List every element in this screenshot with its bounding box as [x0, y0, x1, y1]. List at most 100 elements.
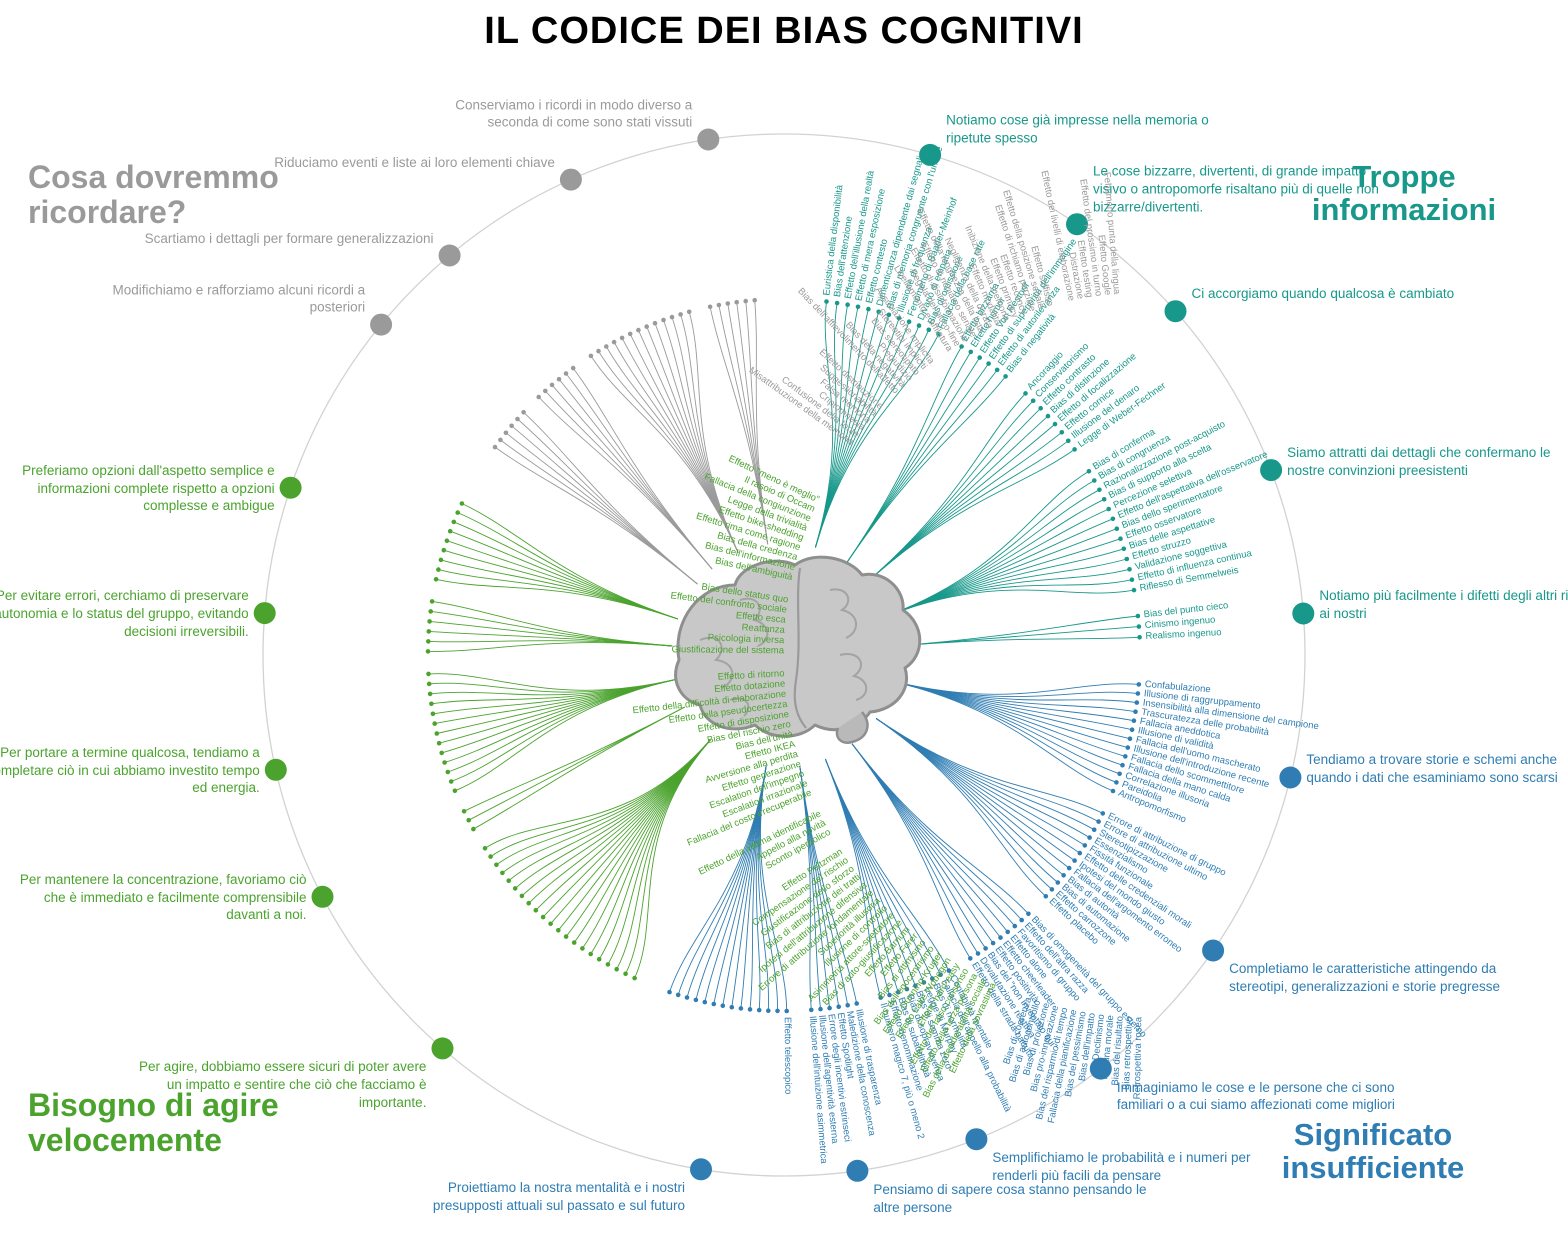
- bias-dot: [563, 371, 569, 376]
- bias-dot: [720, 1003, 726, 1008]
- bias-dot: [747, 1007, 753, 1012]
- group-dot: [965, 1128, 988, 1151]
- bias-dot: [926, 327, 932, 333]
- bias-dot: [1066, 865, 1072, 871]
- group-description: Per evitare errori, cerchiamo di preserv…: [0, 588, 249, 639]
- bias-dot: [661, 317, 666, 323]
- bias-dot: [866, 306, 871, 312]
- branch-line: [895, 636, 1140, 647]
- branch-line: [892, 680, 1114, 792]
- bias-dot: [623, 971, 628, 977]
- branch-line: [799, 765, 812, 1010]
- bias-dot: [533, 908, 539, 913]
- bias-dot: [998, 935, 1003, 940]
- wheel-circle: [262, 133, 1306, 1177]
- group-dot: [690, 1158, 712, 1181]
- bias-dot: [1096, 819, 1101, 824]
- branch-line: [846, 376, 1006, 563]
- bias-dot: [707, 304, 713, 310]
- bias-dot: [1131, 718, 1137, 723]
- branch-line: [523, 411, 698, 585]
- group-description: Notiamo più facilmente i difetti degli a…: [1319, 588, 1568, 622]
- bias-dot: [614, 966, 619, 972]
- bias-dot: [886, 312, 892, 318]
- bias-dot: [1003, 374, 1008, 379]
- bias-dot: [488, 854, 493, 859]
- group-dot: [279, 476, 302, 499]
- bias-dot: [968, 956, 973, 961]
- bias-dot: [913, 983, 918, 989]
- bias-dot: [498, 437, 503, 443]
- branch-line: [824, 758, 882, 998]
- bias-dot: [1127, 567, 1132, 572]
- bias-dot: [938, 972, 943, 977]
- group-description: Preferiamo opzioni dall'aspetto semplice…: [22, 462, 275, 514]
- bias-dot: [452, 788, 458, 794]
- bias-dot: [678, 312, 683, 317]
- brain-icon: [674, 555, 922, 744]
- bias-dot: [540, 914, 546, 920]
- bias-dot: [1121, 546, 1127, 552]
- group-description: Notiamo cose già impresse nella memoria …: [946, 112, 1209, 146]
- group-description: Tendiamo a trovare storie e schemi anche…: [1306, 752, 1558, 786]
- bias-dot: [916, 323, 922, 328]
- bias-dot: [611, 339, 617, 345]
- bias-dot: [570, 365, 576, 371]
- bias-dot: [543, 388, 548, 394]
- bias-dot: [580, 946, 585, 951]
- bias-dot: [1118, 536, 1123, 541]
- bias-dot: [503, 430, 509, 436]
- bias-dot: [1012, 923, 1018, 929]
- bias-dot: [1110, 788, 1116, 794]
- bias-dot: [1061, 873, 1066, 878]
- bias-dot: [743, 298, 748, 304]
- group-dot: [1202, 939, 1225, 962]
- branch-line: [851, 743, 971, 959]
- bias-dot: [711, 1001, 717, 1007]
- bias-dot: [448, 779, 454, 784]
- branch-line: [875, 718, 1047, 897]
- bias-dot: [729, 1004, 735, 1010]
- bias-dot: [895, 989, 901, 995]
- bias-dot: [1110, 516, 1116, 522]
- bias-dot: [426, 629, 432, 634]
- bias-dot: [461, 809, 467, 814]
- bias-dot: [588, 951, 593, 957]
- bias-dot: [716, 302, 722, 308]
- bias-dot: [1129, 577, 1135, 582]
- bias-dot: [809, 1007, 814, 1013]
- bias-dot: [1114, 780, 1119, 785]
- bias-dot: [878, 995, 883, 1000]
- group-dot: [697, 128, 720, 151]
- bias-dot: [596, 957, 602, 962]
- poster-title: IL CODICE DEI BIAS COGNITIVI: [484, 10, 1084, 52]
- bias-dot: [1043, 894, 1049, 899]
- bias-dot: [466, 817, 472, 823]
- bias-dot: [775, 1008, 780, 1014]
- bias-dot: [1137, 635, 1142, 640]
- branch-line: [814, 334, 939, 548]
- bias-dot: [627, 331, 633, 337]
- bias-dot: [1059, 430, 1065, 435]
- bias-dot: [652, 320, 658, 326]
- bias-dot: [571, 940, 577, 945]
- group-description: Le cose bizzarre, divertenti, di grande …: [1092, 163, 1379, 215]
- bias-dot: [1135, 613, 1141, 619]
- group-dot: [264, 758, 287, 781]
- bias-dot: [1086, 469, 1092, 474]
- group-description: Scartiamo i dettagli per formare general…: [144, 230, 434, 246]
- bias-dot: [1101, 497, 1107, 502]
- bias-dot: [1106, 506, 1111, 512]
- bias-dot: [1066, 438, 1071, 444]
- bias-dot: [1133, 709, 1138, 714]
- group-dot: [1292, 602, 1315, 625]
- bias-dot: [990, 940, 996, 946]
- bias-dot: [975, 951, 981, 956]
- bias-dot: [845, 302, 850, 308]
- branch-line: [688, 311, 739, 553]
- bias-dot: [632, 975, 637, 981]
- group-description: Semplifichiamo le probabilità e i numeri…: [992, 1150, 1251, 1183]
- bias-dot: [876, 309, 881, 315]
- bias-dot: [549, 382, 555, 388]
